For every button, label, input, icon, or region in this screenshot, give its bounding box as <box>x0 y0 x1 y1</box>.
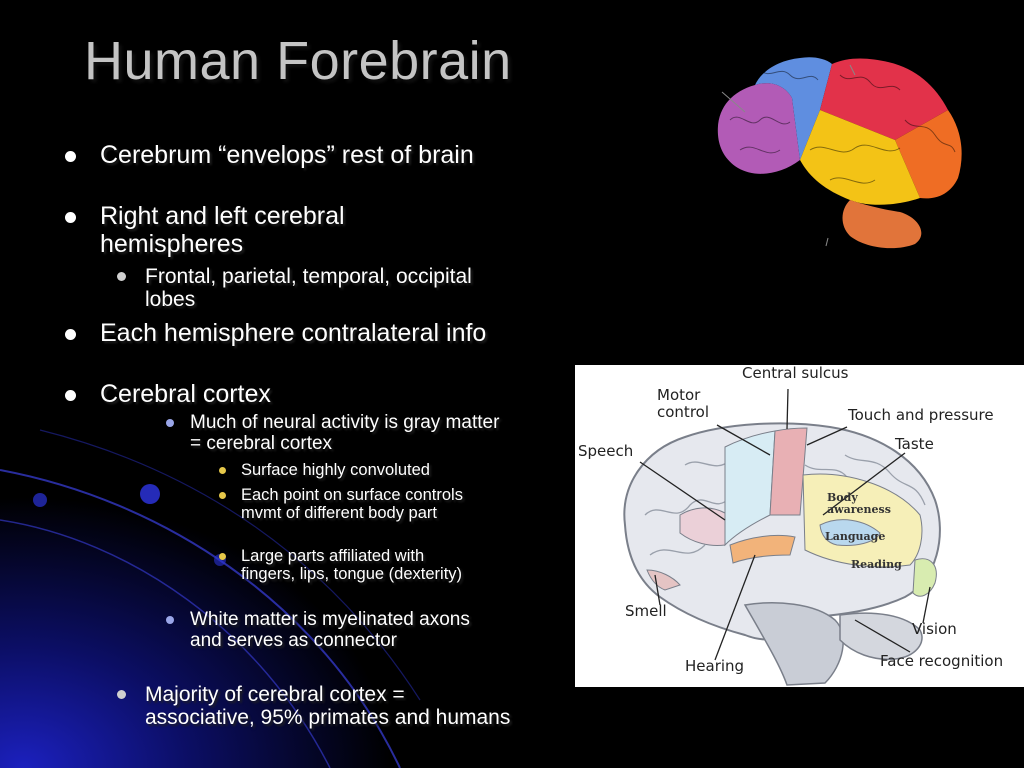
label-hearing: Hearing <box>685 657 745 675</box>
bullet-dot-icon <box>65 151 76 162</box>
bullet-text: White matter is myelinated axons and ser… <box>190 609 470 651</box>
bullet-text: Right and left cerebral hemispheres <box>100 202 345 258</box>
sub-sub-bullet-item: Each point on surface controls mvmt of d… <box>219 486 481 523</box>
sub-sub-bullet-item: Surface highly convoluted <box>219 461 501 479</box>
bullet-text: Surface highly convoluted <box>241 461 430 479</box>
label-smell: Smell <box>625 602 667 620</box>
label-body-awareness-line2: awareness <box>827 503 891 517</box>
bullet-item: Cerebral cortex <box>65 380 490 409</box>
bullet-text: Large parts affiliated with fingers, lip… <box>241 547 463 584</box>
label-motor-control-line1: Motor <box>657 386 701 404</box>
sub-bullet-item: Frontal, parietal, temporal, occipital l… <box>117 265 475 312</box>
bullet-text: Frontal, parietal, temporal, occipital l… <box>145 265 472 312</box>
bullet-text: Cerebrum “envelops” rest of brain <box>100 141 474 169</box>
bullet-dot-icon <box>166 616 174 624</box>
brain-diagram-drawing <box>623 388 941 686</box>
bullet-dot-icon <box>219 553 226 560</box>
label-central-sulcus: Central sulcus <box>742 364 849 382</box>
bullet-dot-icon <box>65 390 76 401</box>
label-taste: Taste <box>895 435 934 453</box>
brain-function-diagram: Central sulcus Motor control Touch and p… <box>575 364 1024 687</box>
bullet-text: Much of neural activity is gray matter =… <box>190 412 500 454</box>
bullet-text: Each point on surface controls mvmt of d… <box>241 486 463 523</box>
bullet-item: Each hemisphere contralateral info <box>65 319 500 348</box>
bullet-dot-icon <box>117 272 126 281</box>
label-body-awareness-line1: Body <box>827 491 858 504</box>
bullet-list: Cerebrum “envelops” rest of brain Right … <box>65 141 515 730</box>
label-touch-and-pressure: Touch and pressure <box>848 406 994 424</box>
label-vision: Vision <box>912 620 957 638</box>
label-speech: Speech <box>578 442 634 460</box>
bullet-text: Majority of cerebral cortex = associativ… <box>145 683 511 730</box>
sub-bullet-item: Majority of cerebral cortex = associativ… <box>117 683 515 730</box>
label-motor-control-line2: control <box>657 403 709 422</box>
bullet-text: Each hemisphere contralateral info <box>100 319 487 347</box>
bullet-dot-icon <box>65 212 76 223</box>
bullet-dot-icon <box>219 492 226 499</box>
sub-sub-bullet-item: Large parts affiliated with fingers, lip… <box>219 547 481 584</box>
bullet-dot-icon <box>166 419 174 427</box>
brain-lobes-image <box>717 51 966 249</box>
slide-title: Human Forebrain <box>84 31 512 91</box>
sub-bullet-item: White matter is myelinated axons and ser… <box>166 609 490 652</box>
label-reading: Reading <box>851 558 902 571</box>
bullet-item: Cerebrum “envelops” rest of brain <box>65 141 490 170</box>
label-language: Language <box>825 530 886 543</box>
bullet-dot-icon <box>219 467 226 474</box>
bullet-item: Right and left cerebral hemispheres <box>65 202 490 258</box>
label-motor-control: Motor control <box>657 386 709 422</box>
sub-bullet-item: Much of neural activity is gray matter =… <box>166 412 510 455</box>
bullet-dot-icon <box>65 329 76 340</box>
label-face-recognition: Face recognition <box>880 652 1004 670</box>
label-body-awareness: Body awareness <box>827 491 891 517</box>
bullet-dot-icon <box>117 690 126 699</box>
bullet-text: Cerebral cortex <box>100 380 271 408</box>
